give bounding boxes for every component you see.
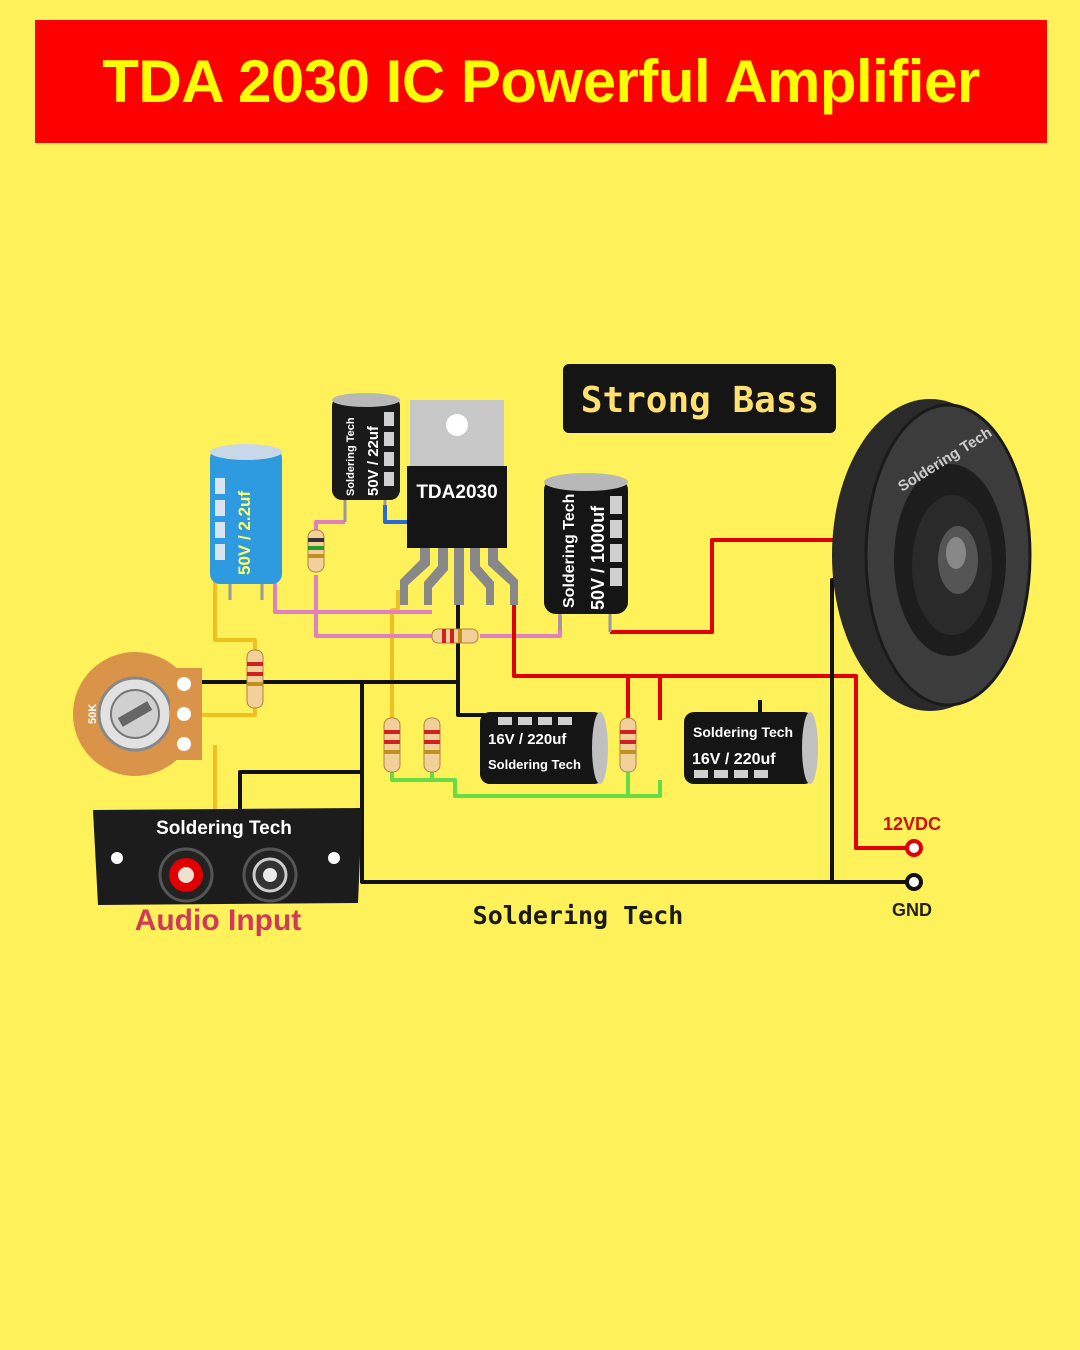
wire-red-pin4 (512, 605, 912, 850)
wire-pin1-res (390, 590, 400, 720)
cap-22uf-brand: Soldering Tech (345, 417, 357, 496)
wire-input-cap (213, 582, 257, 655)
cap-220uf-b-label: 16V / 220uf (692, 751, 776, 768)
capacitor-220uf-a: 16V / 220uf Soldering Tech (480, 712, 608, 784)
resistor-r1 (307, 529, 325, 573)
resistor-r3 (431, 628, 479, 644)
footer-brand: Soldering Tech (473, 901, 684, 930)
title-banner: TDA 2030 IC Powerful Amplifier (35, 20, 1047, 143)
supply-label: 12VDC (883, 814, 941, 834)
wire-gnd-ic (456, 590, 485, 717)
cap-1000uf-brand: Soldering Tech (561, 494, 578, 608)
cap-22uf-label: 50V / 22uf (365, 425, 382, 496)
resistor-r2 (246, 649, 264, 709)
ic-label: TDA2030 (416, 482, 497, 503)
resistor-r4 (383, 717, 401, 773)
cap-220uf-b-brand: Soldering Tech (693, 724, 793, 740)
speaker: Soldering Tech (832, 399, 1032, 711)
strong-bass-badge: Strong Bass (563, 364, 836, 433)
cap-2-2uf-label: 50V / 2.2uf (235, 491, 254, 575)
capacitor-1000uf: Soldering Tech 50V / 1000uf (544, 473, 628, 632)
audio-input-jack: Soldering Tech (93, 808, 362, 905)
wire-feedback-c (314, 575, 432, 638)
capacitor-2-2uf: 50V / 2.2uf (210, 444, 282, 600)
jack-brand: Soldering Tech (156, 818, 292, 839)
capacitor-220uf-b: Soldering Tech 16V / 220uf (684, 712, 818, 784)
wire-gnd-main (360, 682, 912, 884)
wire-gnd-jack (238, 770, 362, 810)
ground-terminal: GND (892, 873, 932, 920)
wire-red-output (610, 538, 840, 634)
ground-label: GND (892, 900, 932, 920)
resistor-r5 (423, 717, 441, 773)
page-title: TDA 2030 IC Powerful Amplifier (102, 48, 980, 115)
potentiometer-50k: 50K (73, 652, 202, 776)
cap-220uf-a-label: 16V / 220uf (488, 731, 567, 748)
capacitor-22uf: Soldering Tech 50V / 22uf (332, 393, 400, 522)
tda2030-ic: TDA2030 (400, 400, 518, 605)
supply-terminal: 12VDC (883, 814, 941, 857)
wire-feedback-b (273, 582, 432, 614)
audio-input-label: Audio Input (135, 904, 302, 937)
wire-pot-wiper (200, 705, 257, 717)
pot-label: 50K (87, 704, 99, 724)
wire-green-a (390, 770, 662, 798)
cap-1000uf-label: 50V / 1000uf (588, 505, 608, 610)
wire-feedback-d (480, 615, 562, 638)
wire-gnd-speaker (830, 578, 842, 882)
resistor-r6 (619, 717, 637, 773)
cap-220uf-a-brand: Soldering Tech (488, 757, 581, 772)
badge-label: Strong Bass (581, 380, 819, 421)
